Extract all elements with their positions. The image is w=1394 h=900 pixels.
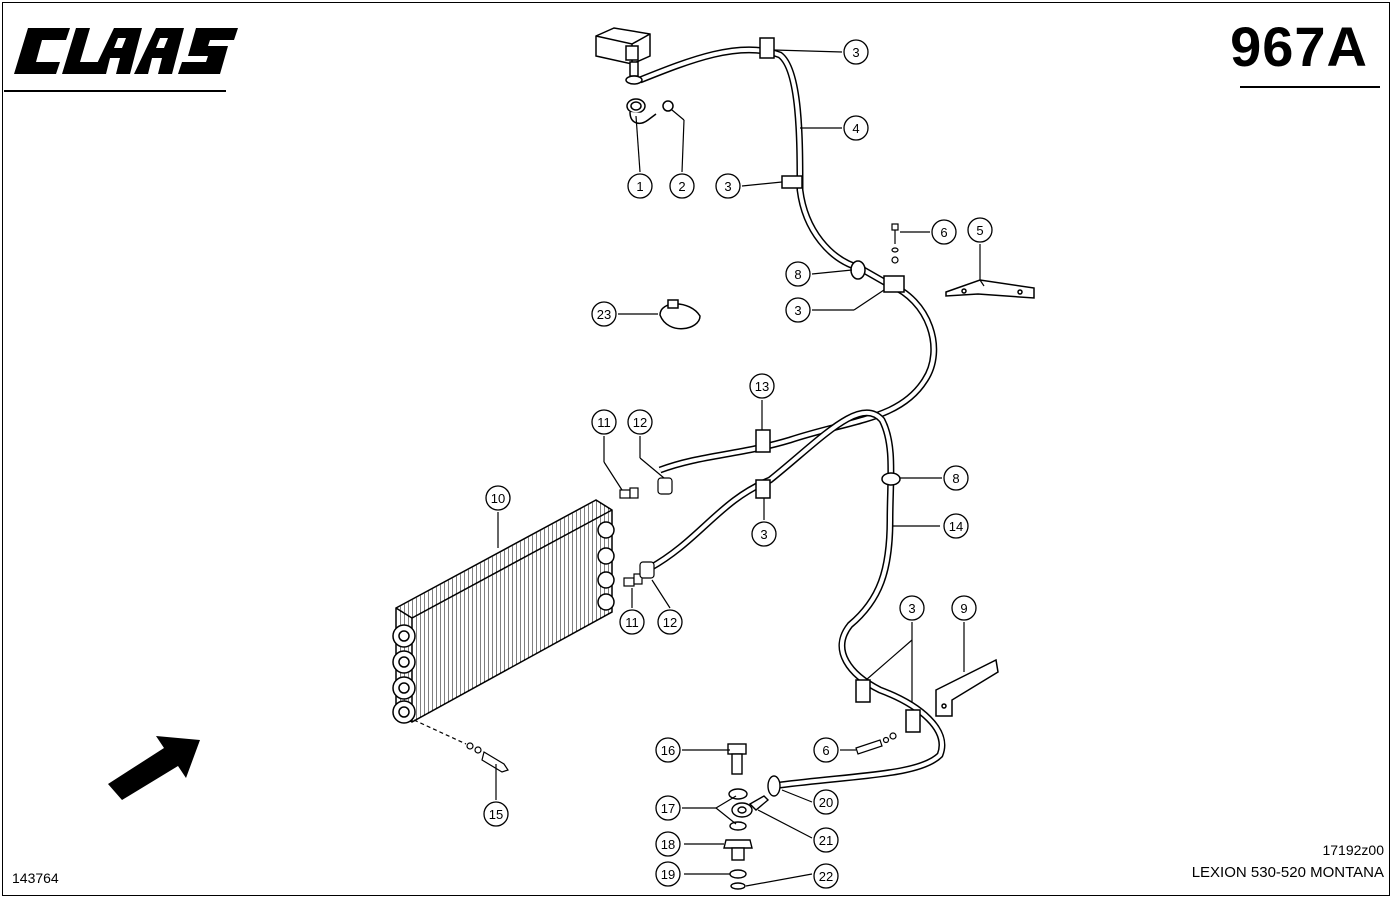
svg-text:13: 13	[755, 379, 769, 394]
svg-text:2: 2	[678, 179, 685, 194]
svg-text:17: 17	[661, 801, 675, 816]
svg-text:3: 3	[794, 303, 801, 318]
callout-4: 4	[843, 115, 869, 141]
hose-clamp-23	[659, 299, 701, 330]
callout-16: 16	[655, 737, 681, 763]
elbow-fitting-1	[626, 98, 657, 125]
svg-text:16: 16	[661, 743, 675, 758]
page-number: 967A	[1230, 15, 1368, 78]
bracket-5	[945, 279, 1035, 299]
callout-18: 18	[655, 831, 681, 857]
callout-8: 8	[943, 465, 969, 491]
bolt-6-lower	[855, 732, 897, 755]
svg-text:9: 9	[960, 601, 967, 616]
bolt-6	[891, 223, 899, 264]
callout-23: 23	[591, 301, 617, 327]
callout-12: 12	[657, 609, 683, 635]
callout-11: 11	[591, 409, 617, 435]
hose-4	[638, 46, 890, 288]
callout-15: 15	[483, 801, 509, 827]
svg-text:12: 12	[633, 415, 647, 430]
svg-text:6: 6	[822, 743, 829, 758]
svg-text:21: 21	[819, 833, 833, 848]
svg-text:3: 3	[760, 527, 767, 542]
svg-text:11: 11	[625, 615, 639, 630]
callout-2: 2	[669, 173, 695, 199]
svg-text:1: 1	[636, 179, 643, 194]
hose-return	[648, 409, 946, 789]
callout-3: 3	[785, 297, 811, 323]
svg-text:12: 12	[663, 615, 677, 630]
callout-3: 3	[751, 521, 777, 547]
callout-5: 5	[967, 217, 993, 243]
svg-text:3: 3	[724, 179, 731, 194]
direction-arrow	[108, 736, 200, 800]
callout-22: 22	[813, 863, 839, 889]
clamp-3	[755, 37, 921, 733]
callout-14: 14	[943, 513, 969, 539]
svg-text:11: 11	[597, 415, 611, 430]
bracket-9	[935, 658, 999, 717]
screw-15	[413, 719, 509, 773]
callout-20: 20	[813, 789, 839, 815]
page-number-underline	[1240, 86, 1380, 88]
svg-text:14: 14	[949, 519, 963, 534]
svg-text:4: 4	[852, 121, 859, 136]
fitting-11-12	[619, 477, 673, 587]
svg-text:8: 8	[794, 267, 801, 282]
svg-text:22: 22	[819, 869, 833, 884]
svg-text:15: 15	[489, 807, 503, 822]
seal-ring-2	[662, 100, 674, 112]
callout-13: 13	[749, 373, 775, 399]
hose-main	[658, 280, 938, 474]
callout-3: 3	[843, 39, 869, 65]
callout-8: 8	[785, 261, 811, 287]
svg-text:6: 6	[940, 225, 947, 240]
banjo-group	[723, 743, 781, 890]
callout-11: 11	[619, 609, 645, 635]
callout-9: 9	[951, 595, 977, 621]
logo-underline	[4, 90, 226, 92]
callout-6: 6	[931, 219, 957, 245]
oil-cooler-10	[392, 499, 615, 724]
grommet-8	[850, 260, 901, 486]
leader-lines	[495, 49, 985, 887]
callout-17: 17	[655, 795, 681, 821]
svg-text:3: 3	[908, 601, 915, 616]
callout-3: 3	[715, 173, 741, 199]
svg-text:3: 3	[852, 45, 859, 60]
callout-21: 21	[813, 827, 839, 853]
valve-block	[595, 27, 651, 85]
callout-group: 1 2 3 3 3 3 3 4 5 6 6 8 8 9 10 11 11 12 …	[483, 39, 993, 889]
callout-1: 1	[627, 173, 653, 199]
drawing-reference-left: 143764	[12, 870, 59, 886]
svg-text:18: 18	[661, 837, 675, 852]
callout-19: 19	[655, 861, 681, 887]
callout-3: 3	[899, 595, 925, 621]
svg-text:23: 23	[597, 307, 611, 322]
callout-10: 10	[485, 485, 511, 511]
svg-text:19: 19	[661, 867, 675, 882]
svg-text:5: 5	[976, 223, 983, 238]
svg-text:20: 20	[819, 795, 833, 810]
callout-6: 6	[813, 737, 839, 763]
callout-12: 12	[627, 409, 653, 435]
machine-model: LEXION 530-520 MONTANA	[1191, 864, 1384, 881]
claas-logo	[14, 28, 238, 74]
drawing-reference-right: 17192z00	[1322, 842, 1384, 858]
svg-text:8: 8	[952, 471, 959, 486]
svg-text:10: 10	[491, 491, 505, 506]
